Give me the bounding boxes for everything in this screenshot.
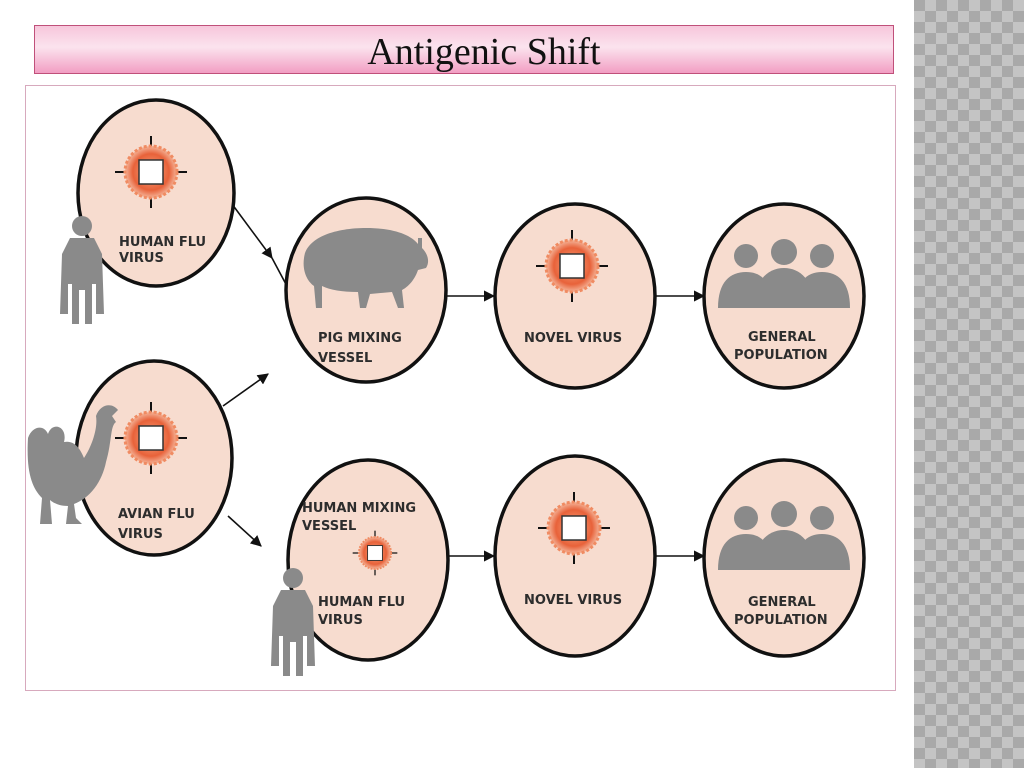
- node-label: HUMAN FLU: [119, 235, 206, 250]
- people-group-icon: [718, 239, 850, 308]
- node-label: POPULATION: [734, 613, 828, 628]
- node-label: VIRUS: [318, 613, 363, 628]
- side-pattern-decoration: [914, 0, 1024, 768]
- slide-title: Antigenic Shift: [367, 31, 601, 73]
- node-general-population-top: GENERAL POPULATION: [702, 202, 866, 390]
- node-label: GENERAL: [748, 595, 816, 610]
- node-pig-mixing-vessel: PIG MIXING VESSEL: [284, 196, 448, 384]
- node-human-mixing-vessel: HUMAN MIXING VESSEL HUMAN FLU VIRUS: [271, 458, 450, 676]
- title-bar: Antigenic Shift: [34, 25, 894, 74]
- node-label: PIG MIXING: [318, 331, 402, 346]
- node-label: VIRUS: [119, 251, 164, 266]
- node-label: AVIAN FLU: [118, 507, 195, 522]
- node-label: POPULATION: [734, 348, 828, 363]
- node-label: GENERAL: [748, 330, 816, 345]
- node-avian-flu-virus: AVIAN FLU VIRUS: [27, 359, 234, 557]
- rooster-icon: [27, 405, 118, 524]
- node-novel-virus-bottom: NOVEL VIRUS: [493, 454, 657, 658]
- node-label: NOVEL VIRUS: [524, 331, 622, 346]
- arrows: [222, 203, 706, 562]
- node-novel-virus-top: NOVEL VIRUS: [493, 202, 657, 390]
- pig-icon: [303, 228, 429, 308]
- node-label: NOVEL VIRUS: [524, 593, 622, 608]
- node-general-population-bottom: GENERAL POPULATION: [702, 458, 866, 658]
- node-label: HUMAN MIXING: [302, 501, 416, 516]
- node-label: HUMAN FLU: [318, 595, 405, 610]
- people-group-icon: [718, 501, 850, 570]
- node-label: VIRUS: [118, 527, 163, 542]
- node-label: VESSEL: [318, 351, 372, 366]
- node-label: VESSEL: [302, 519, 356, 534]
